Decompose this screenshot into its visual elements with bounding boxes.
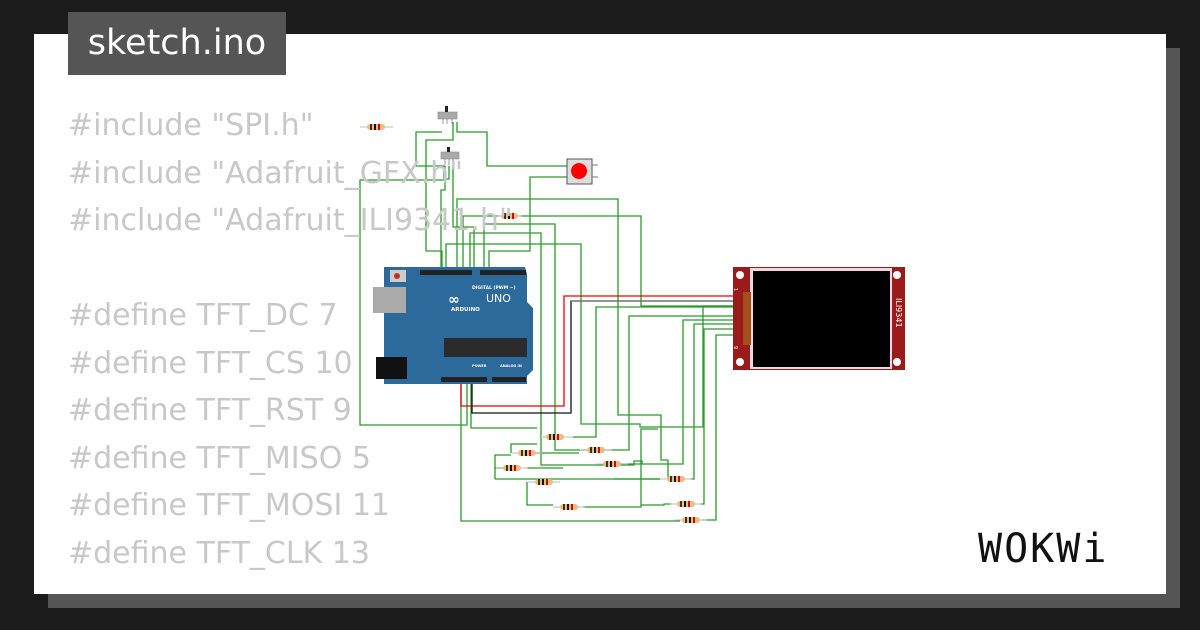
pin-label-last: 9 <box>732 346 738 349</box>
resistor <box>512 450 542 456</box>
digital-header <box>480 270 526 275</box>
wire <box>440 166 450 270</box>
resistor <box>580 447 612 453</box>
wire <box>596 315 734 451</box>
wire <box>526 428 658 508</box>
code-line: #define TFT_CLK 13 <box>68 535 370 571</box>
ili9341-display[interactable]: 1 9 ILI9341 <box>732 267 905 370</box>
file-name-tag: sketch.ino <box>68 12 286 75</box>
display-label: ILI9341 <box>894 298 903 328</box>
digital-header <box>420 270 472 275</box>
digital-label: DIGITAL (PWM ~) <box>472 285 516 291</box>
slide-switch[interactable] <box>440 147 460 165</box>
arduino-brand: ARDUINO <box>451 307 480 313</box>
wire <box>425 122 454 270</box>
wire <box>460 334 734 522</box>
code-line: #include "Adafruit_ILI9341.h" <box>68 203 513 238</box>
resistor <box>528 479 560 485</box>
arduino-model: UNO <box>486 292 511 305</box>
wires <box>359 122 734 522</box>
code-line: #include "SPI.h" <box>68 108 314 143</box>
resistor <box>596 461 628 467</box>
analog-header <box>492 377 526 382</box>
pushbutton[interactable] <box>566 158 598 185</box>
wire <box>573 306 734 438</box>
resistor <box>497 213 522 219</box>
arduino-logo: ∞ <box>448 292 460 308</box>
code-line: #define TFT_RST 9 <box>68 393 352 428</box>
preview-card <box>34 34 1166 594</box>
code-line <box>68 245 513 293</box>
atmega-chip <box>444 338 527 357</box>
pin-label-first: 1 <box>732 288 738 291</box>
power-header <box>441 377 487 382</box>
code-line: #define TFT_DC 7 <box>68 298 338 333</box>
resistor <box>539 434 573 440</box>
resistor <box>496 465 528 471</box>
code-line: #define TFT_MOSI 11 <box>68 488 391 523</box>
power-label: POWER <box>472 364 487 368</box>
wire <box>456 122 567 167</box>
wire <box>620 319 734 465</box>
code-line: #define TFT_CS 10 <box>68 345 353 381</box>
code-line: #include "Adafruit_GFX.h" <box>68 155 463 191</box>
resistor <box>553 504 585 510</box>
analog-label: ANALOG IN <box>500 364 522 368</box>
wire <box>488 176 567 270</box>
code-preview: #include "SPI.h" #include "Adafruit_GFX.h… <box>68 102 513 577</box>
resistor <box>670 501 702 507</box>
wire-power <box>460 295 734 407</box>
wire <box>510 443 537 453</box>
wire <box>415 131 445 179</box>
wire <box>462 215 500 270</box>
reset-button <box>394 273 400 279</box>
wire <box>483 223 587 451</box>
code-line: #define TFT_MISO 5 <box>68 440 371 476</box>
wokwi-logo: WOKWi <box>978 526 1109 572</box>
resistors <box>360 124 707 523</box>
button-cap <box>571 163 587 179</box>
slide-switch[interactable] <box>437 106 458 124</box>
wire <box>445 243 734 428</box>
wire <box>359 166 468 426</box>
wire <box>456 198 669 479</box>
resistor <box>360 124 393 130</box>
wire <box>519 215 734 307</box>
resistor <box>660 476 692 482</box>
arduino-uno[interactable]: DIGITAL (PWM ~) ∞ ARDUINO UNO POWER ANAL… <box>373 267 533 384</box>
resistor <box>675 517 707 523</box>
wire <box>470 378 537 429</box>
